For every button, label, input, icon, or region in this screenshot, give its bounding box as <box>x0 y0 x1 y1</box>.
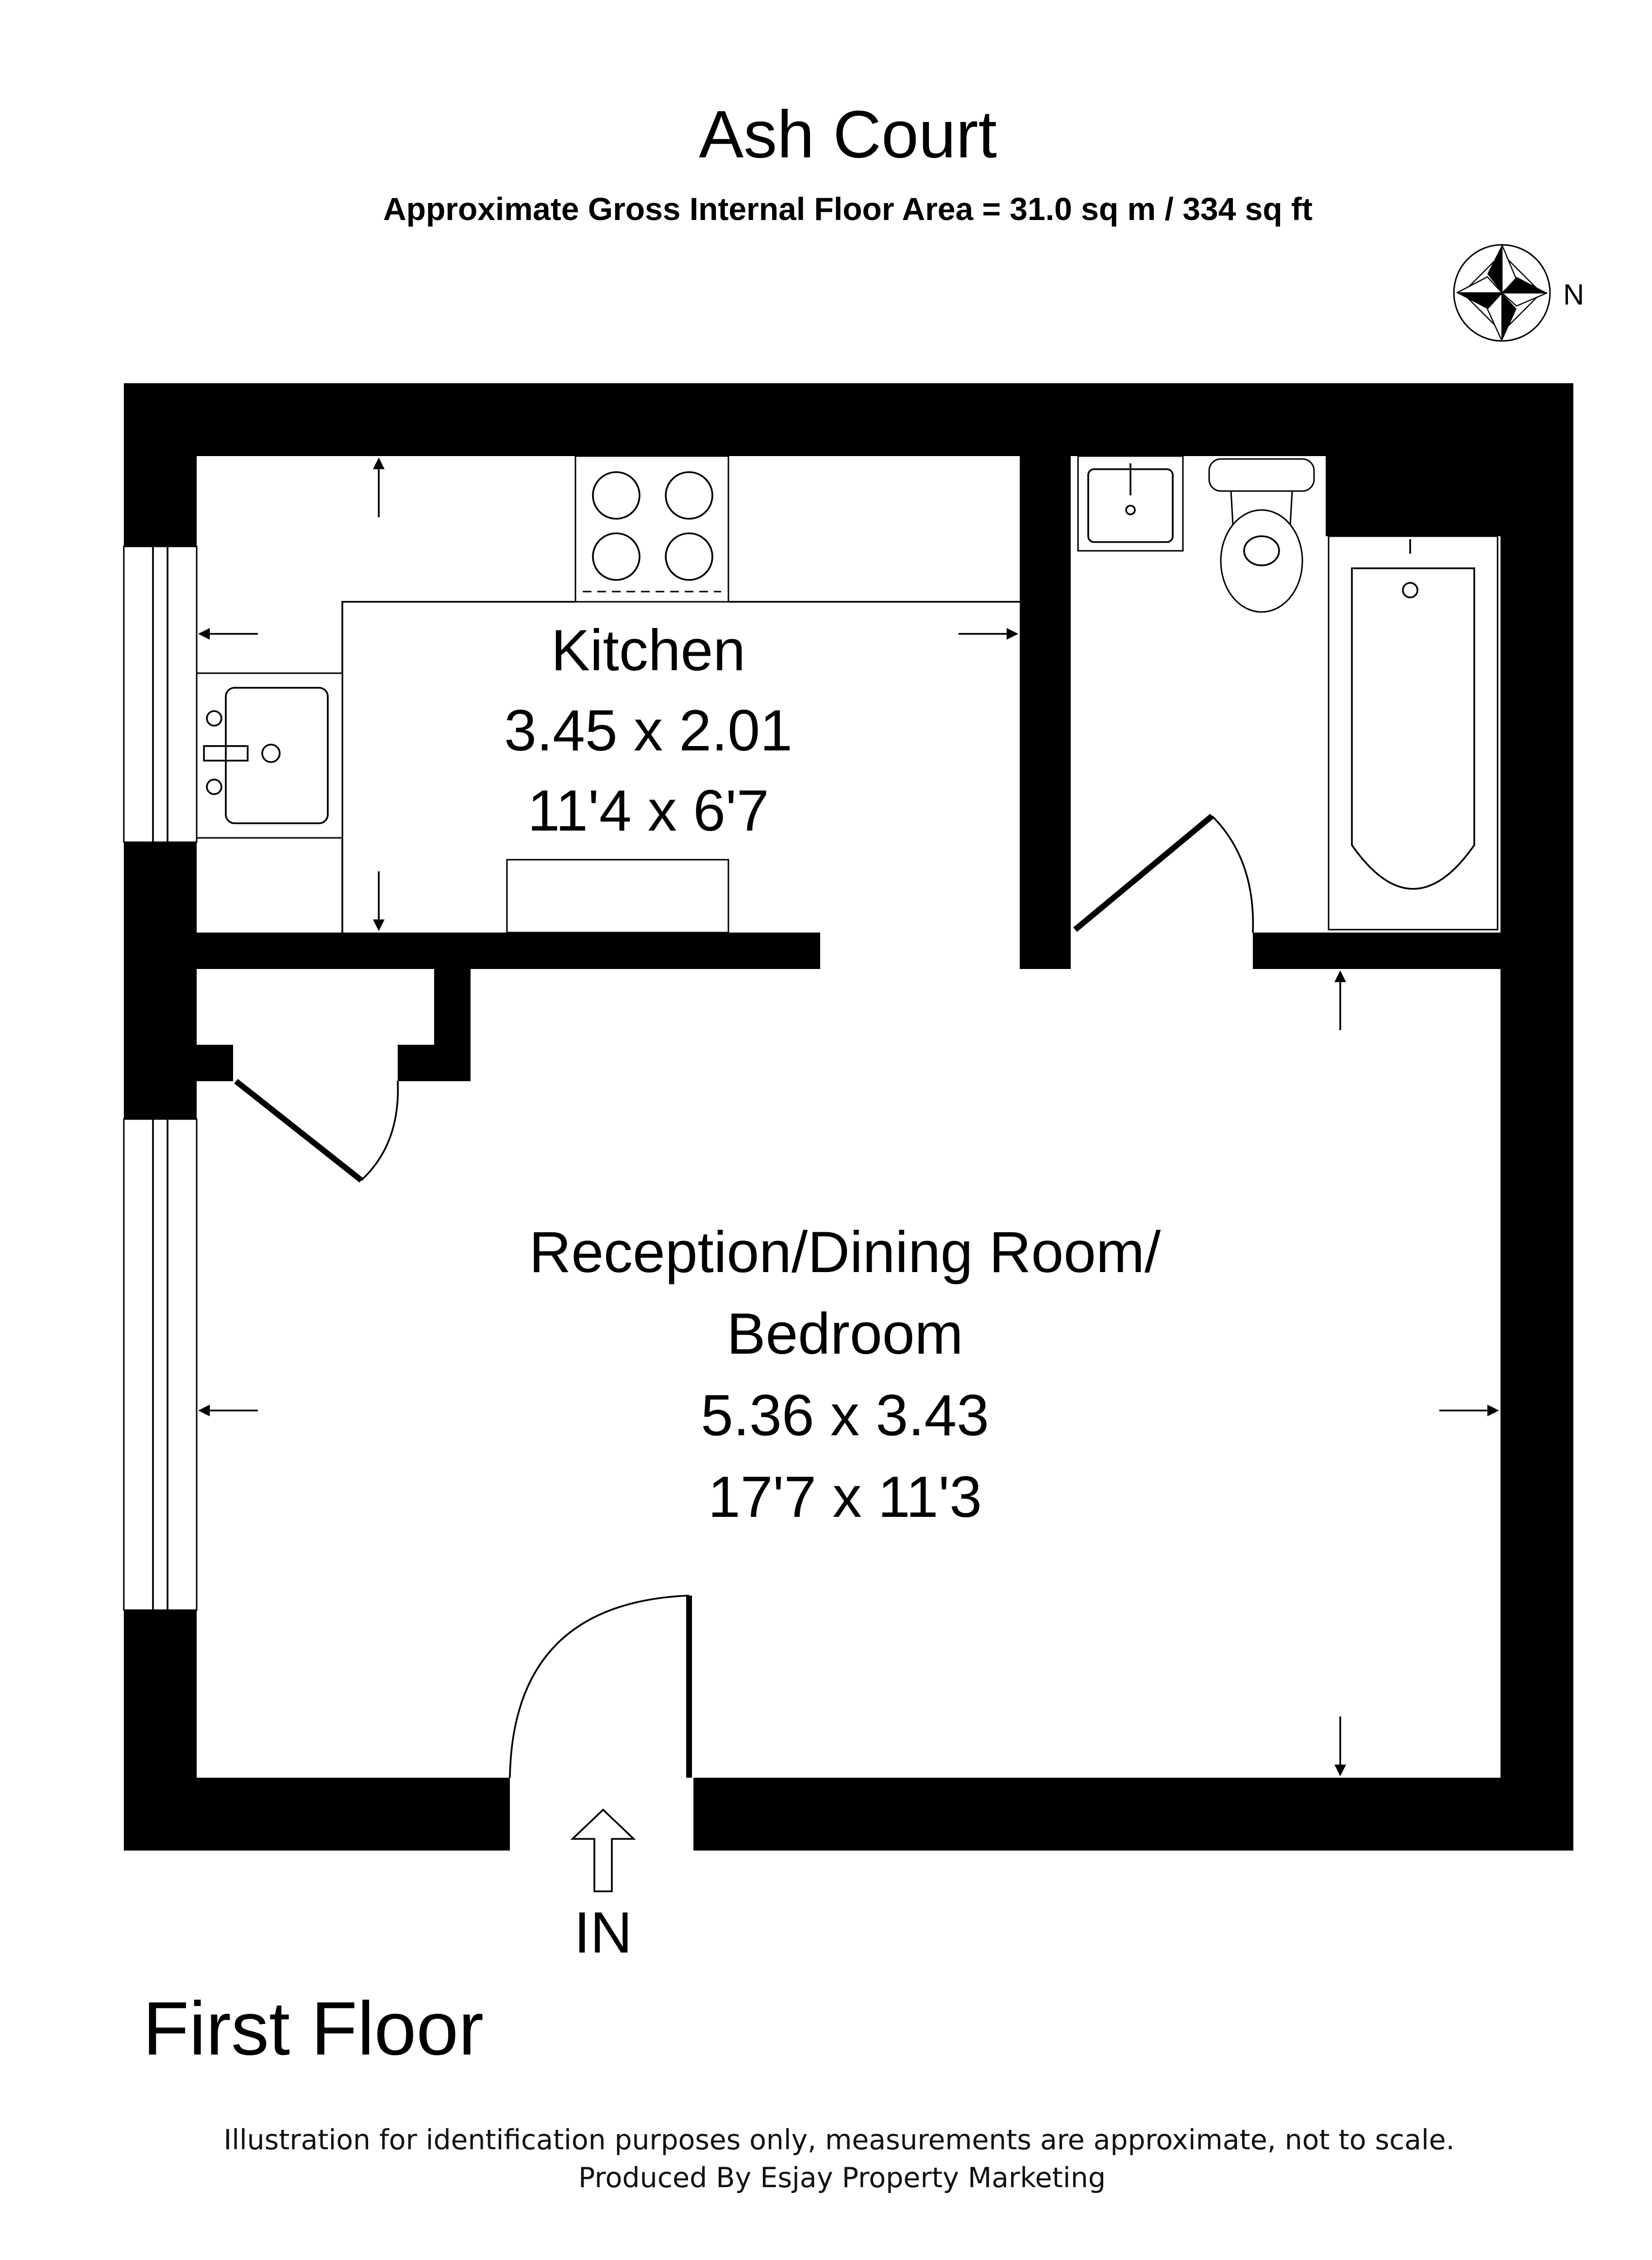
reception-name-1: Reception/Dining Room/ <box>529 1220 1161 1285</box>
dimension-arrows <box>198 458 1499 1776</box>
kitchen-sink-icon <box>196 672 343 839</box>
room-kitchen: Kitchen 3.45 x 2.01 11'4 x 6'7 <box>504 618 792 843</box>
credit: Produced By Esjay Property Marketing <box>578 2162 1106 2194</box>
walls <box>124 383 1573 1851</box>
window-kitchen <box>123 545 198 843</box>
room-reception: Reception/Dining Room/ Bedroom 5.36 x 3.… <box>529 1220 1161 1529</box>
reception-imperial: 17'7 x 11'3 <box>708 1464 982 1529</box>
fridge-space <box>506 859 729 934</box>
toilet-icon <box>1208 458 1315 613</box>
plan-title: Ash Court <box>699 97 997 172</box>
floor-label: First Floor <box>143 1987 484 2071</box>
cupboard-door <box>234 1079 399 1183</box>
reception-name-2: Bedroom <box>727 1301 963 1366</box>
kitchen-name: Kitchen <box>551 618 745 683</box>
hob-icon <box>574 455 729 603</box>
entrance-door <box>509 1595 692 1778</box>
entrance-arrow-icon <box>570 1808 636 1892</box>
compass-rose-icon <box>1453 244 1551 342</box>
floor-area-subtitle: Approximate Gross Internal Floor Area = … <box>383 191 1313 227</box>
kitchen-metric: 3.45 x 2.01 <box>504 698 792 763</box>
disclaimer: Illustration for identification purposes… <box>224 2124 1455 2156</box>
basin-icon <box>1077 455 1184 552</box>
entrance-label: IN <box>574 1900 632 1965</box>
bathroom-door <box>1073 814 1254 933</box>
window-reception <box>123 1118 198 1611</box>
kitchen-imperial: 11'4 x 6'7 <box>527 778 769 843</box>
reception-metric: 5.36 x 3.43 <box>701 1383 989 1448</box>
compass-north-label: N <box>1563 278 1584 311</box>
bath-icon <box>1328 535 1499 931</box>
